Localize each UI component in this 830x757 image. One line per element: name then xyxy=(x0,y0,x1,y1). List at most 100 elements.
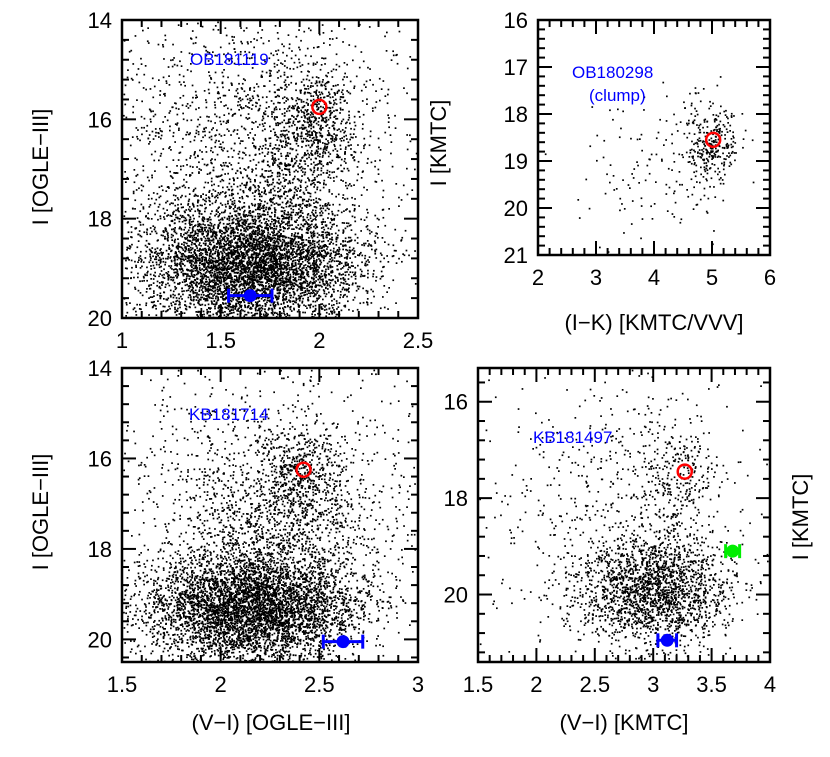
star-point xyxy=(266,227,269,230)
star-point xyxy=(165,230,168,233)
star-point xyxy=(172,228,175,230)
star-point xyxy=(170,265,173,267)
star-point xyxy=(314,304,317,307)
star-point xyxy=(192,226,195,228)
star-point xyxy=(264,236,266,239)
star-point xyxy=(209,308,211,310)
star-point xyxy=(231,221,234,224)
star-point xyxy=(286,268,289,270)
star-point xyxy=(247,214,250,217)
star-point xyxy=(275,262,277,265)
star-point xyxy=(313,254,315,257)
star-point xyxy=(218,222,221,225)
star-point xyxy=(353,216,356,219)
star-point xyxy=(323,290,326,293)
star-point xyxy=(347,264,349,266)
star-point xyxy=(347,236,350,239)
star-point xyxy=(188,206,191,208)
star-point xyxy=(324,276,327,279)
star-point xyxy=(294,214,297,216)
star-point xyxy=(271,279,273,282)
star-point xyxy=(281,312,283,315)
star-point xyxy=(253,267,256,269)
star-point xyxy=(243,211,245,213)
star-point xyxy=(265,206,268,209)
star-point xyxy=(387,88,390,91)
star-point xyxy=(156,284,158,287)
star-point xyxy=(226,266,229,269)
star-point xyxy=(177,242,180,245)
star-point xyxy=(236,227,238,229)
star-point xyxy=(207,261,209,264)
star-point xyxy=(242,243,245,246)
star-point xyxy=(198,225,200,227)
star-point xyxy=(243,253,246,256)
star-point xyxy=(285,236,288,239)
star-point xyxy=(264,308,266,310)
star-point xyxy=(270,215,272,218)
star-point xyxy=(219,289,221,292)
star-point xyxy=(344,261,347,264)
star-point xyxy=(255,280,258,282)
star-point xyxy=(167,275,169,278)
star-point xyxy=(302,272,305,274)
star-point xyxy=(177,274,180,276)
star-point xyxy=(256,243,258,246)
star-point xyxy=(264,242,267,244)
star-point xyxy=(304,205,307,207)
star-point xyxy=(312,254,314,256)
star-point xyxy=(320,221,323,223)
star-point xyxy=(231,168,234,171)
star-point xyxy=(282,256,285,259)
star-point xyxy=(284,262,286,264)
star-point xyxy=(284,280,286,283)
star-point xyxy=(261,247,264,249)
star-point xyxy=(240,267,243,270)
star-point xyxy=(275,259,278,261)
star-point xyxy=(289,239,292,242)
star-point xyxy=(260,236,263,239)
star-point xyxy=(217,267,220,270)
star-point xyxy=(174,264,176,267)
star-point xyxy=(253,263,255,265)
star-point xyxy=(286,284,289,287)
star-point xyxy=(252,283,255,285)
star-point xyxy=(340,211,343,214)
star-point xyxy=(214,297,217,300)
star-point xyxy=(255,262,257,265)
star-point xyxy=(195,254,198,257)
star-point xyxy=(191,275,193,277)
star-point xyxy=(285,285,288,288)
star-point xyxy=(221,256,223,259)
star-point xyxy=(329,266,332,269)
star-point xyxy=(230,283,232,286)
star-point xyxy=(276,248,279,251)
star-point xyxy=(329,221,332,224)
star-point xyxy=(218,237,221,240)
star-point xyxy=(264,267,267,270)
star-point xyxy=(318,284,321,287)
star-point xyxy=(291,202,293,205)
star-point xyxy=(249,281,252,284)
star-point xyxy=(383,306,386,309)
star-point xyxy=(375,279,377,282)
star-point xyxy=(166,200,169,203)
star-point xyxy=(329,258,331,261)
star-point xyxy=(287,216,290,219)
star-point xyxy=(301,289,304,291)
star-point xyxy=(192,166,194,168)
star-point xyxy=(281,280,283,282)
star-point xyxy=(289,240,292,243)
star-point xyxy=(296,219,298,221)
star-point xyxy=(310,223,313,226)
star-point xyxy=(299,254,302,256)
star-point xyxy=(354,266,357,269)
star-point xyxy=(245,282,248,285)
star-point xyxy=(354,220,357,223)
star-point xyxy=(247,311,249,314)
star-point xyxy=(343,282,345,285)
star-point xyxy=(238,254,241,256)
star-point xyxy=(340,277,342,280)
star-point xyxy=(167,297,170,300)
star-point xyxy=(308,283,310,286)
